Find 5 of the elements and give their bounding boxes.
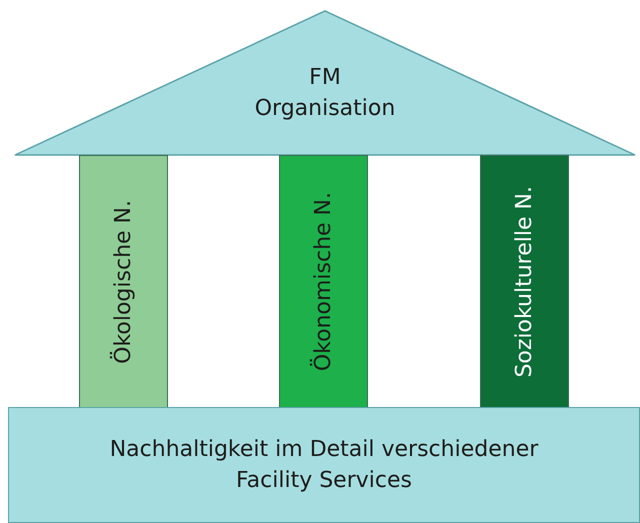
pillar: Ökologische N.	[79, 155, 168, 408]
foundation-block: Nachhaltigkeit im Detail verschiedener Facility Services	[8, 407, 640, 523]
roof-label: FM Organisation	[254, 64, 396, 123]
pillar: Soziokulturelle N.	[480, 155, 569, 408]
pillar: Ökonomische N.	[279, 155, 368, 408]
